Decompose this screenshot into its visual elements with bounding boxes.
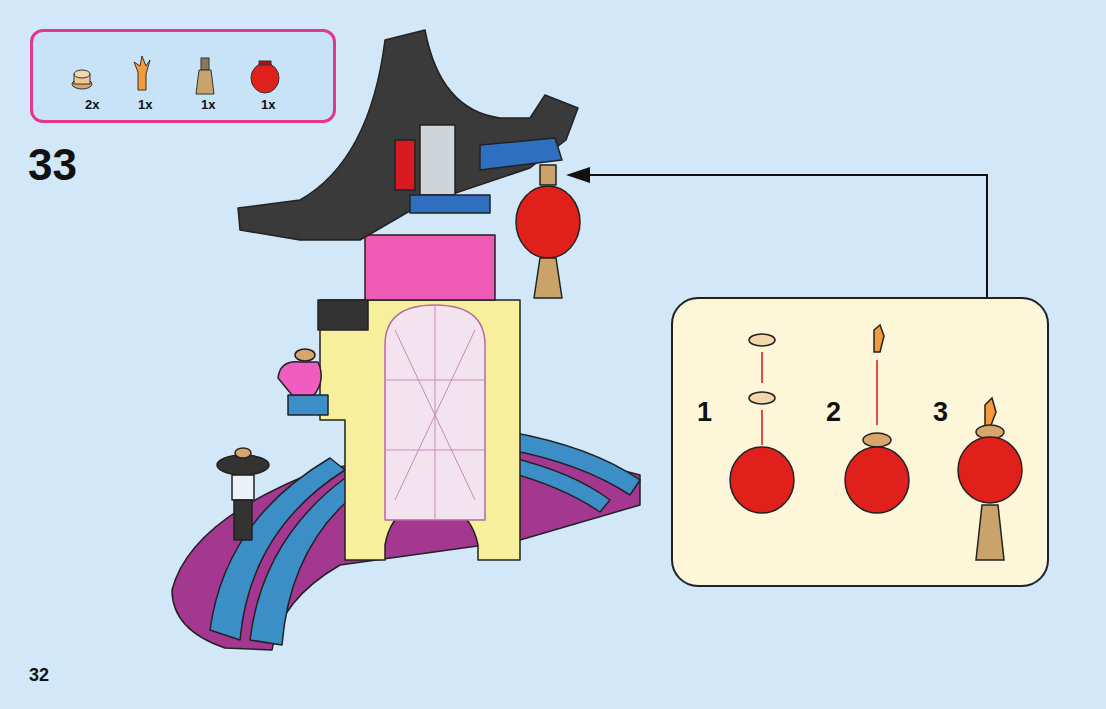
callout-leader [578, 175, 987, 298]
step-number: 33 [28, 143, 77, 187]
leader-arrowhead [566, 167, 590, 183]
callout-step-number: 1 [697, 399, 712, 426]
parts-icons [72, 56, 279, 94]
part-quantity: 1x [261, 98, 275, 111]
callout-lanterns [730, 325, 1022, 560]
parts-box-fill [32, 31, 334, 121]
part-quantity: 2x [85, 98, 99, 111]
callout-step-number: 2 [826, 399, 841, 426]
callout-step-number: 3 [933, 399, 948, 426]
model [172, 30, 640, 650]
sub-assembly-callout: 1 2 3 [671, 297, 1049, 587]
part-quantity: 1x [201, 98, 215, 111]
callout-box-fill [673, 299, 1047, 585]
page-number: 32 [29, 666, 49, 684]
part-quantity: 1x [138, 98, 152, 111]
parts-list-box: 2x 1x 1x 1x [30, 29, 336, 123]
